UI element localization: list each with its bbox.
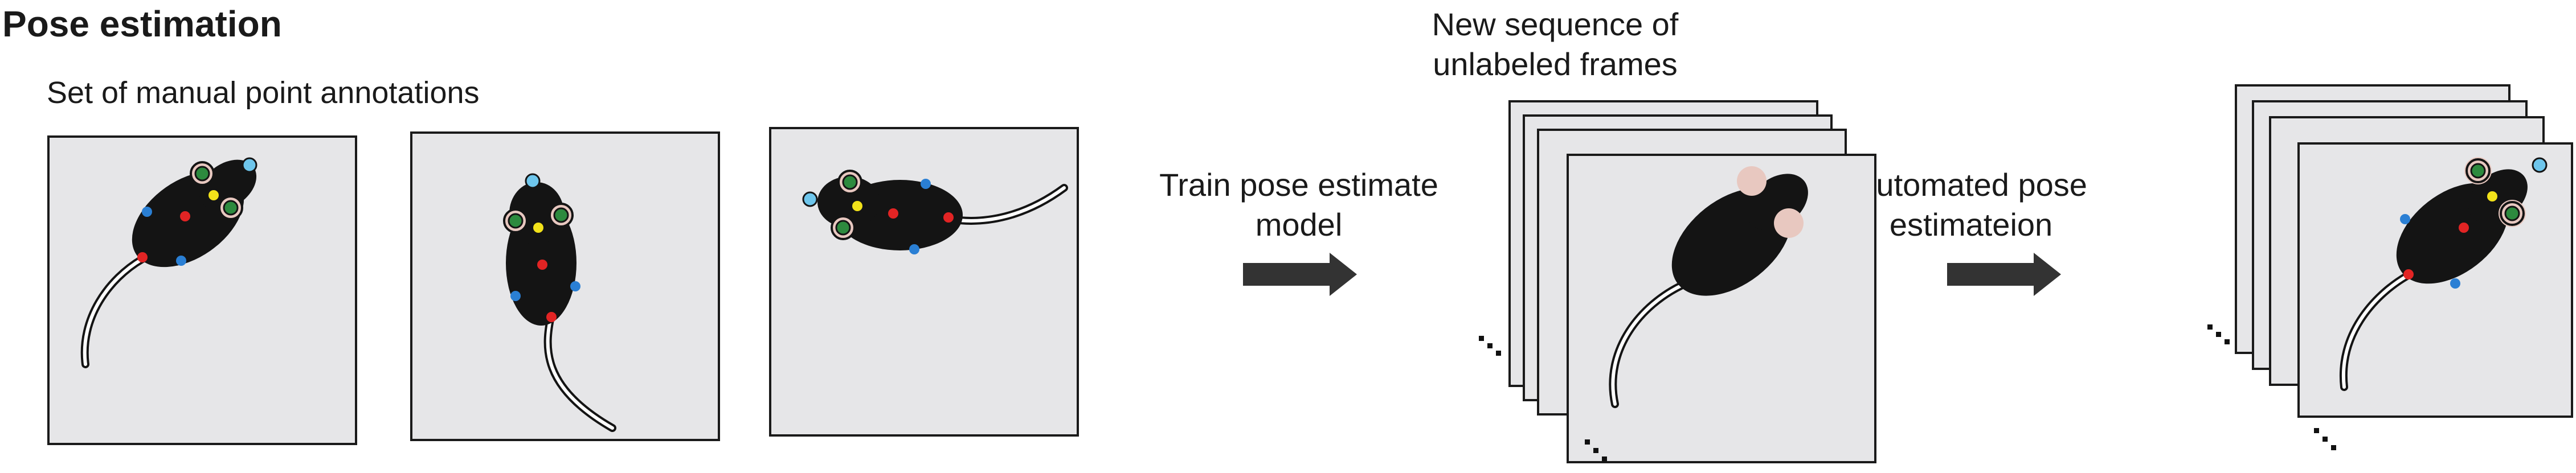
annotated-frame-3	[769, 127, 1079, 437]
predicted-frame-stack	[2207, 84, 2573, 450]
keypoint-right-hip	[909, 244, 919, 254]
keypoint-tail-base	[137, 252, 148, 262]
keypoint-center	[537, 260, 547, 270]
keypoint-nose	[525, 173, 541, 189]
keypoint-spine	[533, 223, 543, 233]
automated-arrow	[1947, 253, 2061, 296]
annotations-label: Set of manual point annotations	[47, 76, 480, 110]
keypoint-tail-base	[546, 312, 557, 322]
keypoint-eye	[553, 207, 569, 223]
keypoint-center	[2459, 223, 2469, 233]
keypoint-nose	[802, 191, 818, 207]
automated-step-label-line1: Automated pose	[1855, 167, 2087, 203]
ellipsis-dots-top	[2207, 324, 2230, 344]
train-step-label-line1: Train pose estimate	[1159, 167, 1438, 203]
keypoint-eye	[508, 213, 524, 229]
keypoint-left-hip	[510, 291, 521, 301]
annotated-frame-1	[47, 135, 357, 445]
annotated-frame-2	[410, 131, 720, 441]
mouse-ear	[1737, 166, 1767, 196]
keypoint-nose	[2532, 157, 2548, 173]
frame-border	[769, 127, 1079, 437]
keypoint-spine	[852, 201, 862, 211]
mouse-head	[817, 176, 880, 228]
keypoint-right-hip	[570, 281, 580, 291]
unlabeled-frames-caption: New sequence of unlabeled frames	[1384, 5, 1726, 84]
keypoint-spine	[208, 190, 219, 200]
keypoint-center	[888, 208, 898, 219]
keypoint-eye	[223, 200, 239, 216]
mouse-ear	[1774, 208, 1804, 238]
train-step-label-line2: model	[1255, 207, 1343, 242]
train-arrow	[1243, 253, 1357, 296]
keypoint-tail-base	[2403, 269, 2414, 279]
keypoint-left-hip	[142, 207, 152, 217]
keypoint-left-hip	[921, 179, 931, 189]
unlabeled-frames-caption-line2: unlabeled frames	[1433, 46, 1678, 82]
keypoint-center	[180, 211, 190, 221]
ellipsis-dots-top	[1479, 336, 1501, 356]
keypoint-eye	[835, 220, 851, 236]
keypoint-eye	[194, 166, 210, 182]
keypoint-tail-base	[943, 212, 954, 223]
keypoint-eye	[2470, 163, 2486, 179]
ellipsis-dots-bottom	[2314, 428, 2336, 450]
keypoint-left-hip	[2400, 214, 2410, 224]
train-step-label: Train pose estimate model	[1128, 165, 1470, 245]
unlabeled-frames-caption-line1: New sequence of	[1432, 6, 1679, 42]
keypoint-spine	[2487, 191, 2497, 201]
keypoint-right-hip	[2450, 278, 2460, 289]
automated-step-label: Automated pose estimateion	[1800, 165, 2142, 245]
keypoint-eye	[842, 174, 858, 190]
keypoint-nose	[242, 157, 257, 173]
ellipsis-dots-bottom	[1585, 439, 1607, 462]
keypoint-right-hip	[176, 256, 186, 266]
automated-step-label-line2: estimateion	[1889, 207, 2053, 242]
unlabeled-frame-stack	[1479, 100, 1876, 463]
page-title: Pose estimation	[2, 3, 282, 44]
keypoint-eye	[2504, 205, 2520, 221]
